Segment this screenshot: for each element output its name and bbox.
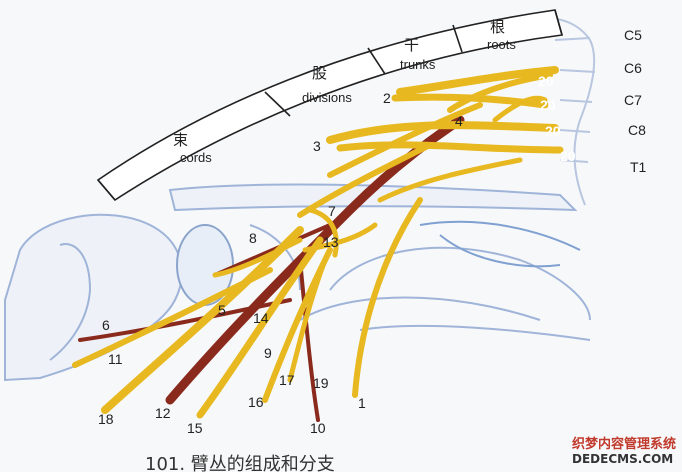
- roots-cn: 根: [490, 18, 505, 36]
- label-18: 18: [98, 411, 114, 427]
- label-1: 1: [358, 395, 366, 411]
- label-3: 3: [313, 138, 321, 154]
- watermark: 织梦内容管理系统 DEDECMS.COM: [572, 436, 676, 466]
- bone-outlines: [4, 17, 596, 382]
- label-7: 7: [328, 203, 336, 219]
- label-11: 11: [108, 351, 123, 367]
- trunks-cn: 干: [404, 36, 419, 54]
- root-num-20b: 20: [540, 97, 556, 113]
- roots-en: roots: [487, 37, 516, 52]
- root-c8: C8: [628, 122, 646, 138]
- label-2: 2: [383, 90, 391, 106]
- divisions-en: divisions: [302, 90, 352, 105]
- label-14: 14: [253, 310, 269, 326]
- trunks-en: trunks: [400, 57, 436, 72]
- root-c6: C6: [624, 60, 642, 76]
- cords-en: cords: [180, 150, 212, 165]
- label-5: 5: [218, 302, 226, 318]
- root-num-20d: 20: [560, 148, 576, 164]
- nerves: [72, 66, 564, 419]
- root-c5: C5: [624, 27, 642, 43]
- label-8: 8: [249, 230, 257, 246]
- root-num-20c: 20: [545, 123, 561, 139]
- root-c7: C7: [624, 92, 642, 108]
- label-17: 17: [279, 372, 295, 388]
- root-num-20a: 20: [538, 73, 554, 89]
- label-19: 19: [313, 375, 329, 391]
- cords-cn: 束: [173, 131, 188, 149]
- root-t1: T1: [630, 159, 647, 175]
- label-13: 13: [323, 234, 339, 250]
- label-6: 6: [102, 317, 110, 333]
- label-15: 15: [187, 420, 203, 436]
- label-9: 9: [264, 345, 272, 361]
- label-12: 12: [155, 405, 171, 421]
- label-10: 10: [310, 420, 326, 436]
- watermark-cn: 织梦内容管理系统: [572, 436, 676, 452]
- segment-band: [96, 9, 564, 202]
- figure-caption: 101. 臂丛的组成和分支: [145, 454, 335, 472]
- band-labels: 根 roots 干 trunks 股 divisions 束 cords: [173, 18, 516, 165]
- watermark-en: DEDECMS.COM: [572, 452, 673, 466]
- label-16: 16: [248, 394, 264, 410]
- divisions-cn: 股: [312, 64, 327, 82]
- label-4: 4: [455, 113, 463, 129]
- number-labels: 1 2 3 4 5 6 7 8 9 10 11 12 13 14 15 16 1…: [98, 90, 463, 436]
- root-labels: C5 C6 C7 C8 T1 20 20 20 20: [538, 27, 647, 175]
